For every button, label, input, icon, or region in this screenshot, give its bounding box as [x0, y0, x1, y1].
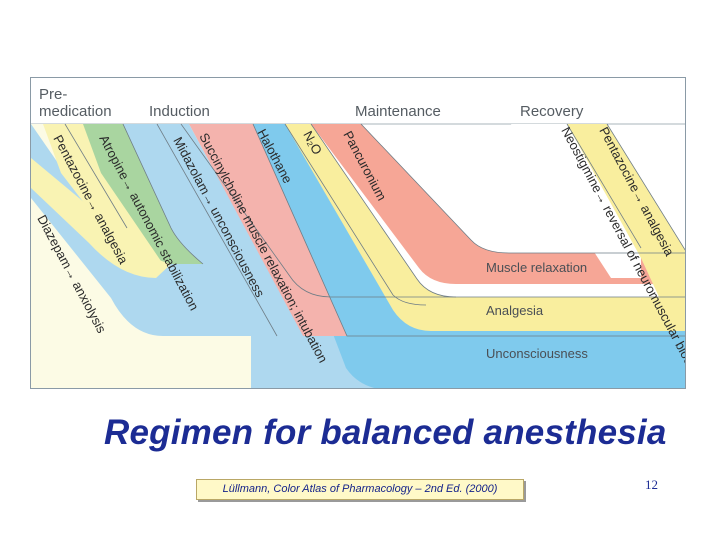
effect-muscle-relaxation: Muscle relaxation: [486, 260, 587, 275]
anesthesia-diagram: Atropine→ autonomic stabilization Pentaz…: [30, 77, 686, 389]
phase-premedication: Pre- medication: [39, 86, 112, 120]
effect-unconsciousness: Unconsciousness: [486, 346, 588, 361]
band-midazolam: [157, 124, 303, 336]
phase-header-strip: [31, 78, 685, 124]
citation-box: Lüllmann, Color Atlas of Pharmacology – …: [196, 479, 524, 500]
phase-induction: Induction: [149, 103, 210, 120]
effect-analgesia: Analgesia: [486, 303, 544, 318]
diagram-svg: Atropine→ autonomic stabilization Pentaz…: [31, 78, 685, 388]
slide-title: Regimen for balanced anesthesia: [104, 413, 667, 452]
band-outlines: [64, 123, 685, 337]
phase-maintenance: Maintenance: [355, 103, 441, 120]
band-n2o-analgesia: [285, 124, 685, 331]
page-number: 12: [645, 477, 658, 492]
band-atropine: [83, 124, 203, 264]
band-neostigmine: [511, 124, 641, 278]
phase-recovery: Recovery: [520, 103, 584, 120]
band-succinylcholine: [189, 124, 347, 336]
band-pancuronium: [311, 124, 685, 284]
band-pentazocine-post: [567, 124, 685, 297]
band-premed-blend: [31, 158, 171, 278]
band-diazepam-plateau: [31, 198, 251, 388]
